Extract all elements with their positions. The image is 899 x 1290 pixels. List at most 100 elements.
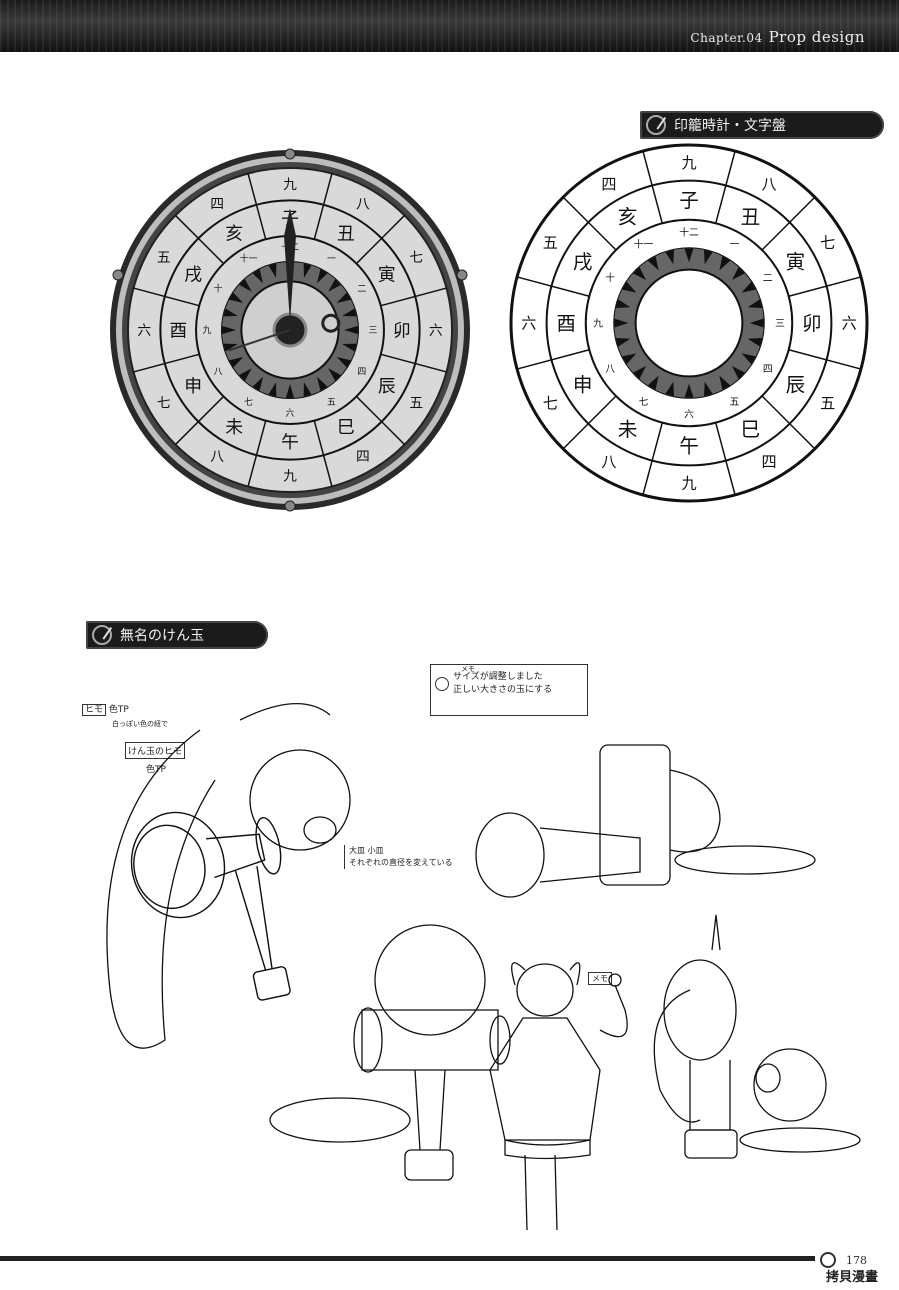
clock-hand [284, 208, 296, 322]
character-arm [599, 984, 628, 1038]
dial-hour-label: 八 [605, 364, 615, 375]
dial-tick [684, 248, 694, 263]
kendama-cross-piece [599, 744, 671, 886]
dial-zodiac-label: 未 [225, 417, 243, 438]
dial-hour-label: 十 [605, 271, 615, 284]
memo-line2: 正しい大きさの玉にする [453, 685, 553, 695]
kendama-base-cup [684, 1129, 738, 1159]
dial-tick [303, 263, 312, 278]
dial-tick [647, 375, 659, 390]
kendama-section-title: 無名のけん玉 [120, 628, 204, 644]
dial-tick [317, 376, 328, 391]
character-tag: メモ [588, 972, 612, 985]
dial-divider [788, 348, 862, 370]
dial-zodiac-label: 酉 [556, 312, 576, 335]
dial-divider [642, 150, 664, 224]
dial-hour-label: 三 [775, 318, 785, 329]
dial-divider [174, 395, 225, 446]
dial-tick [633, 365, 647, 379]
dial-divider [562, 196, 617, 251]
header-band [0, 0, 899, 52]
dial-hour-label: 二 [763, 273, 773, 284]
dial-ring [159, 199, 421, 461]
kendama-side-cup [489, 1015, 511, 1065]
dial-zodiac-label: 戌 [573, 250, 593, 273]
dial-ring [584, 218, 794, 428]
dial-tick [622, 353, 637, 365]
dial-hour-label: 七 [639, 396, 649, 408]
dial-tick [747, 337, 763, 347]
dial-divider [516, 276, 590, 298]
clock-second-hand [228, 329, 291, 352]
dial-ring [613, 247, 765, 399]
dial-outer-numeral: 四 [762, 453, 777, 471]
dial-zodiac-label: 午 [679, 435, 699, 458]
dial-tick [614, 318, 629, 328]
dial-outer-numeral: 七 [157, 396, 171, 412]
character-legs [524, 1154, 558, 1231]
dial-zodiac-label: 丑 [337, 223, 355, 244]
kendama-section-banner: 無名のけん玉 [86, 621, 268, 649]
dial-tick [719, 256, 731, 271]
bezel-rivet [284, 148, 296, 160]
dial-tick [229, 292, 244, 303]
dial-hour-label: 一 [327, 254, 336, 264]
dial-tick [741, 281, 756, 293]
dial-zodiac-label: 戌 [184, 264, 202, 285]
dial-outer-numeral: 六 [429, 323, 443, 339]
dial-divider [516, 348, 590, 370]
section-emblem-icon [92, 625, 112, 645]
character-held-kendama [608, 973, 622, 987]
dial-zodiac-label: 卯 [802, 312, 822, 335]
dial-outer-numeral: 八 [356, 197, 370, 213]
dial-tick [747, 299, 763, 309]
dial-tick [223, 343, 238, 352]
dial-hour-label: 八 [214, 368, 223, 378]
kendama-small-cup [255, 817, 282, 875]
dial-divider [247, 420, 267, 487]
dial-hour-label: 六 [684, 408, 694, 420]
dial-outer-numeral: 八 [210, 449, 224, 465]
dial-divider [313, 420, 333, 487]
dial-ring [545, 179, 833, 467]
kendama-shadow [739, 1127, 861, 1153]
dial-outer-numeral: 六 [842, 314, 857, 332]
dial-zodiac-label: 辰 [786, 373, 806, 396]
dial-outer-numeral: 八 [762, 176, 777, 194]
dial-outer-numeral: 六 [137, 323, 151, 339]
dial-tick [268, 382, 277, 397]
page-number: 178 [846, 1254, 867, 1267]
dial-tick [252, 376, 263, 391]
footer-band [0, 1256, 815, 1261]
memo-circle-icon [435, 677, 449, 691]
dial-hour-label: 六 [286, 407, 295, 419]
dial-zodiac-label: 寅 [378, 264, 396, 285]
dial-tick [703, 381, 713, 397]
dial-zodiac-label: 酉 [169, 320, 187, 341]
dial-tick [633, 267, 647, 281]
dial-outer-numeral: 五 [543, 234, 558, 252]
kendama-shadow [269, 1097, 411, 1143]
dial-divider [788, 276, 862, 298]
dial-tick [328, 368, 341, 381]
dial-hour-label: 五 [730, 397, 740, 408]
kendama-handle [689, 1060, 731, 1131]
chapter-title: Prop design [768, 28, 865, 46]
kendama-sketches [106, 702, 861, 1231]
kendama-string [106, 729, 216, 1049]
dial-divider [380, 353, 447, 373]
dial-zodiac-label: 亥 [618, 205, 638, 228]
dial-outer-numeral: 五 [820, 394, 835, 412]
dial-divider [642, 422, 664, 496]
section-emblem-icon [646, 115, 666, 135]
dial-center [634, 268, 744, 378]
dial-zodiac-label: 未 [618, 418, 638, 441]
dial-outer-numeral: 八 [601, 453, 616, 471]
dial-hour-label: 七 [244, 397, 253, 408]
kendama-cross-piece [206, 833, 266, 879]
dial-divider [562, 395, 617, 450]
dial-divider [133, 353, 200, 373]
dial-outer-numeral: 五 [157, 250, 171, 266]
note-string-detail: 白っぽい色の紐で [112, 720, 168, 728]
